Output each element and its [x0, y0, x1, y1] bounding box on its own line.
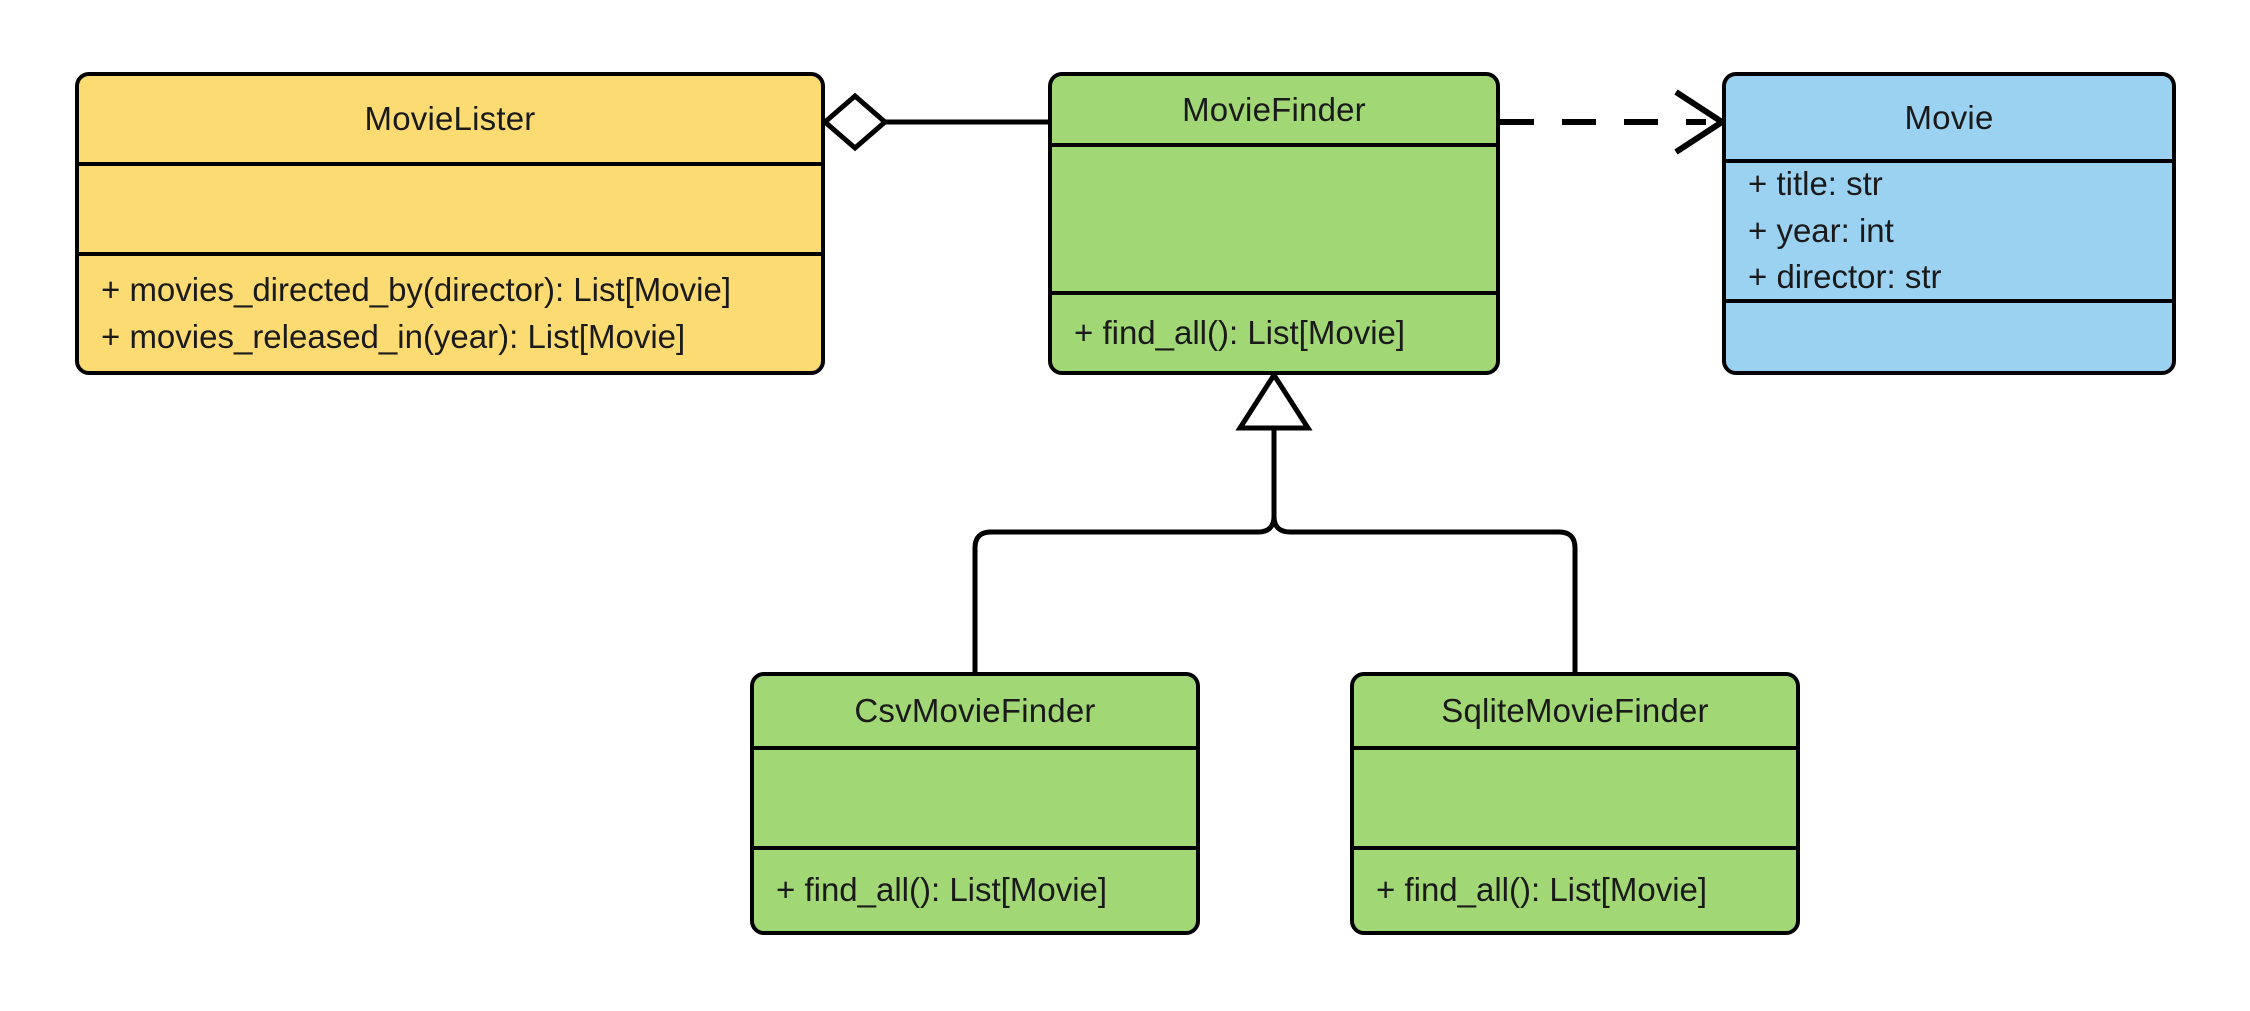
method-item: + find_all(): List[Movie] — [1074, 313, 1406, 351]
attribute-item: + director: str — [1748, 258, 1942, 296]
class-name-movie: Movie — [1904, 98, 1994, 136]
class-box-csv-movie-finder[interactable]: CsvMovieFinder + find_all(): List[Movie] — [750, 672, 1200, 935]
class-box-movie-finder[interactable]: MovieFinder + find_all(): List[Movie] — [1048, 72, 1500, 375]
attributes-compartment-csv-movie-finder — [754, 746, 1196, 846]
methods-compartment-sqlite-movie-finder: + find_all(): List[Movie] — [1354, 846, 1796, 931]
methods-compartment-movie-lister: + movies_directed_by(director): List[Mov… — [79, 252, 821, 371]
class-name-sqlite-movie-finder: SqliteMovieFinder — [1441, 692, 1709, 729]
attributes-compartment-movie-lister — [79, 162, 821, 252]
attributes-compartment-movie: + title: str + year: int + director: str — [1726, 159, 2172, 299]
class-name-movie-lister: MovieLister — [364, 100, 536, 137]
open-arrow-marker — [1674, 89, 1728, 155]
method-item: + find_all(): List[Movie] — [1376, 871, 1708, 909]
attributes-compartment-movie-finder — [1052, 143, 1496, 291]
method-item: + movies_released_in(year): List[Movie] — [101, 317, 686, 355]
attributes-compartment-sqlite-movie-finder — [1354, 746, 1796, 846]
class-box-movie-lister[interactable]: MovieLister + movies_directed_by(directo… — [75, 72, 825, 375]
methods-compartment-csv-movie-finder: + find_all(): List[Movie] — [754, 846, 1196, 931]
class-box-movie[interactable]: Movie + title: str + year: int + directo… — [1722, 72, 2176, 375]
edge-aggregation-lister-finder — [821, 92, 1048, 152]
generalization-branch-csv — [972, 426, 1277, 672]
attribute-item: + title: str — [1748, 164, 1883, 202]
hollow-triangle-marker — [1235, 370, 1313, 431]
methods-compartment-movie-finder: + find_all(): List[Movie] — [1052, 291, 1496, 371]
generalization-branch-sqlite — [1271, 515, 1578, 672]
class-box-sqlite-movie-finder[interactable]: SqliteMovieFinder + find_all(): List[Mov… — [1350, 672, 1800, 935]
method-item: + movies_directed_by(director): List[Mov… — [101, 270, 731, 308]
edge-dependency-finder-movie — [1500, 89, 1728, 155]
attribute-item: + year: int — [1748, 211, 1894, 249]
hollow-diamond-marker — [821, 92, 889, 152]
class-name-csv-movie-finder: CsvMovieFinder — [854, 692, 1096, 729]
method-item: + find_all(): List[Movie] — [776, 871, 1108, 909]
edge-generalization-tree — [972, 370, 1578, 672]
methods-compartment-movie — [1726, 299, 2172, 371]
class-name-movie-finder: MovieFinder — [1182, 90, 1366, 128]
